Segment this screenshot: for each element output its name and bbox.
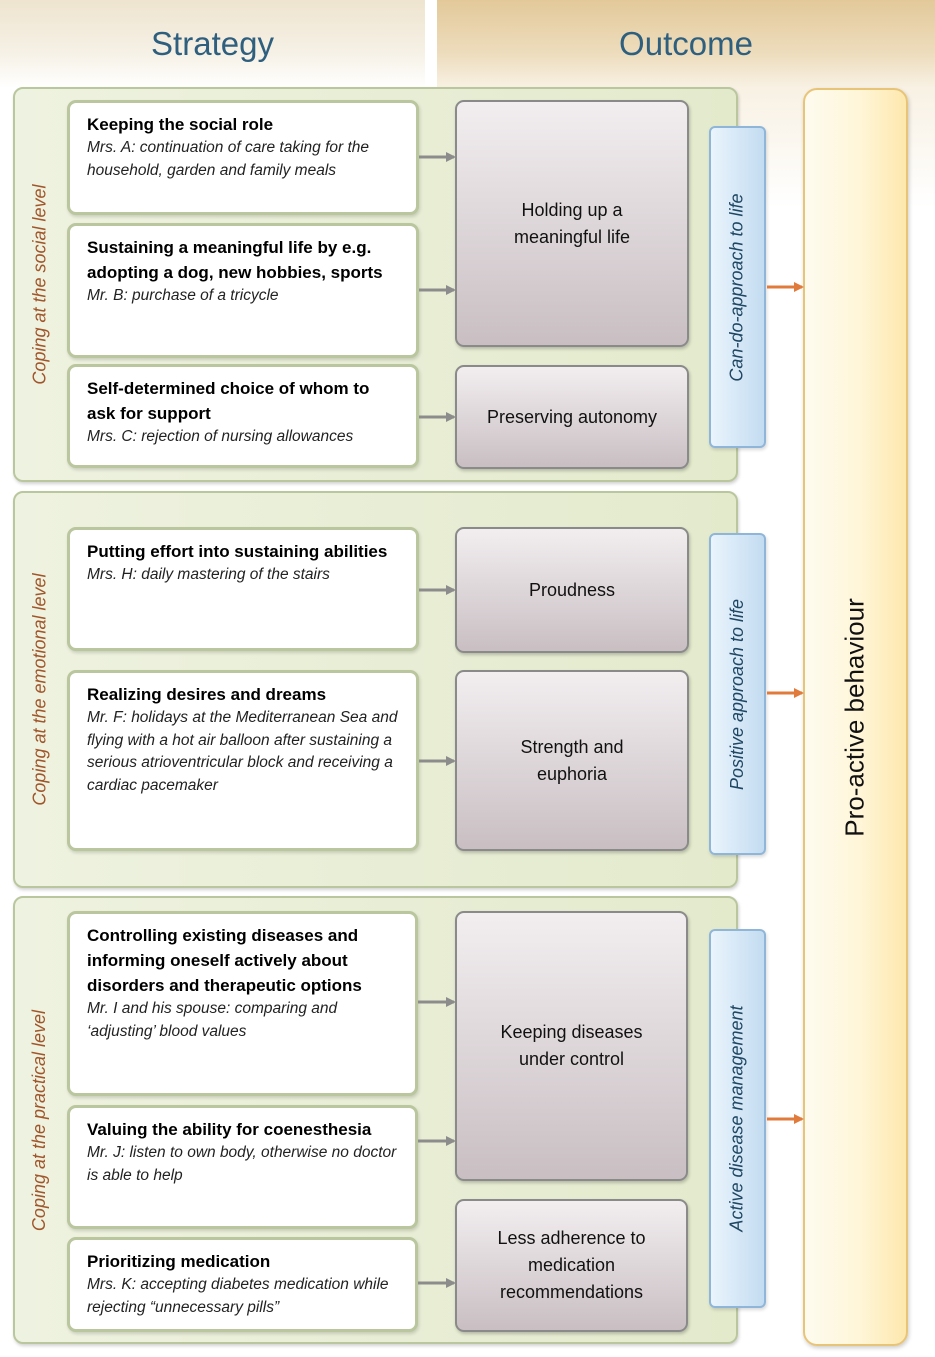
strategy-title: Putting effort into sustaining abilities [87, 542, 388, 561]
pro-active-behaviour-bar: Pro-active behaviour [803, 88, 908, 1346]
strategy-title: Sustaining a meaningful life by e.g. ado… [87, 238, 383, 282]
strategy-title: Controlling existing diseases and inform… [87, 926, 362, 995]
active-disease-management-bar: Active disease management [709, 929, 766, 1308]
strategy-example: Mrs. K: accepting diabetes medication wh… [87, 1276, 389, 1316]
strategy-box-prioritizing-medication: Prioritizing medication Mrs. K: acceptin… [67, 1237, 418, 1332]
strategy-box-sustaining-abilities: Putting effort into sustaining abilities… [67, 527, 419, 651]
strategy-header: Strategy [0, 0, 425, 88]
can-do-approach-bar: Can-do-approach to life [709, 126, 766, 448]
outcome-header: Outcome [437, 0, 935, 88]
strategy-title: Valuing the ability for coenesthesia [87, 1120, 372, 1139]
strategy-example: Mrs. C: rejection of nursing allowances [87, 428, 354, 445]
outcome-preserving-autonomy: Preserving autonomy [455, 365, 689, 469]
strategy-title: Keeping the social role [87, 115, 274, 134]
strategy-example: Mrs. H: daily mastering of the stairs [87, 566, 330, 583]
outcome-header-label: Outcome [619, 25, 753, 62]
outcome-label: Proudness [528, 579, 616, 600]
strategy-example: Mr. B: purchase of a tricycle [87, 287, 279, 304]
strategy-box-desires-dreams: Realizing desires and dreams Mr. F: holi… [67, 670, 419, 851]
strategy-title: Self-determined choice of whom to ask fo… [87, 379, 370, 423]
outcome-holding-up-meaningful-life: Holding up a meaningful life [455, 100, 689, 347]
outcome-proudness: Proudness [455, 527, 689, 653]
strategy-title: Realizing desires and dreams [87, 685, 327, 704]
strategy-example: Mrs. A: continuation of care taking for … [87, 139, 370, 179]
positive-approach-bar: Positive approach to life [709, 533, 766, 855]
strategy-example: Mr. F: holidays at the Mediterranean Sea… [87, 709, 398, 794]
outcome-less-adherence: Less adherence to medication recommendat… [455, 1199, 688, 1332]
strategy-box-social-role: Keeping the social role Mrs. A: continua… [67, 100, 419, 215]
strategy-box-self-determined-support: Self-determined choice of whom to ask fo… [67, 364, 419, 468]
strategy-example: Mr. J: listen to own body, otherwise no … [87, 1144, 397, 1184]
outcome-label: Keeping diseases under control [500, 1022, 643, 1069]
outcome-label: Preserving autonomy [486, 406, 658, 427]
strategy-header-label: Strategy [151, 25, 274, 62]
outcome-keeping-diseases-under-control: Keeping diseases under control [455, 911, 688, 1181]
strategy-example: Mr. I and his spouse: comparing and ‘adj… [87, 1000, 338, 1040]
strategy-box-controlling-diseases: Controlling existing diseases and inform… [67, 911, 418, 1096]
outcome-strength-euphoria: Strength and euphoria [455, 670, 689, 851]
outcome-label: Strength and euphoria [520, 736, 624, 784]
outcome-label: Holding up a meaningful life [513, 199, 631, 247]
strategy-box-meaningful-life: Sustaining a meaningful life by e.g. ado… [67, 223, 419, 358]
strategy-title: Prioritizing medication [87, 1252, 271, 1271]
outcome-label: Less adherence to medication recommendat… [497, 1228, 646, 1302]
strategy-box-coenesthesia: Valuing the ability for coenesthesia Mr.… [67, 1105, 418, 1229]
